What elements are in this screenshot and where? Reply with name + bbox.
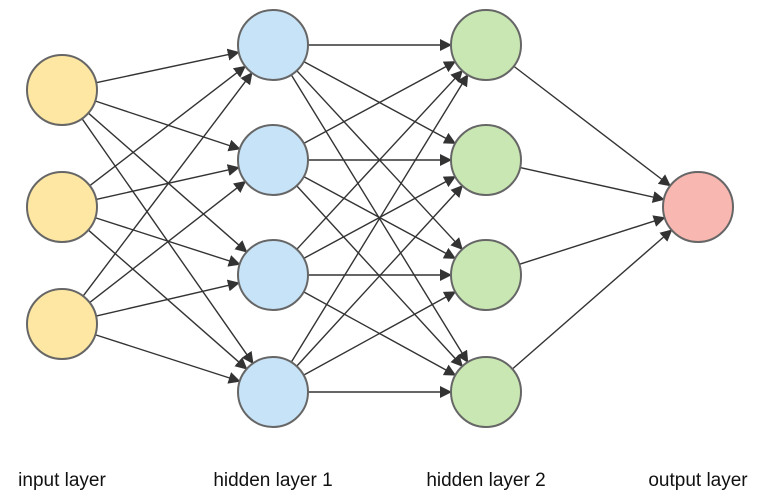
edge-input-1-to-hidden1-3: [87, 112, 248, 253]
edge-input-2-to-hidden1-1: [89, 65, 247, 187]
hidden1-neuron-2: [237, 124, 309, 196]
hidden1-neuron-1: [237, 9, 309, 81]
layer-labels: input layer hidden layer 1 hidden layer …: [18, 470, 748, 491]
hidden-layer-2-label: hidden layer 2: [426, 470, 545, 491]
hidden2-neuron-2: [450, 124, 522, 196]
edge-input-3-to-hidden1-2: [89, 180, 247, 304]
edge-input-1-to-hidden1-1: [96, 48, 240, 84]
edge-hidden2-4-to-output-1: [511, 229, 673, 370]
hidden2-neuron-3: [450, 239, 522, 311]
edge-hidden2-2-to-output-1: [520, 166, 665, 203]
hidden-layer-1-label: hidden layer 1: [213, 470, 332, 491]
edge-input-3-to-hidden1-4: [95, 334, 241, 384]
connection-edges: [81, 39, 673, 398]
edge-hidden1-4-to-hidden2-3: [303, 291, 457, 376]
edge-hidden2-3-to-output-1: [519, 215, 666, 265]
edge-input-3-to-hidden1-1: [82, 72, 253, 297]
edge-hidden1-2-to-hidden2-1: [303, 61, 457, 144]
edge-hidden1-4-to-hidden2-2: [296, 185, 464, 367]
output-neuron-1: [662, 171, 734, 243]
input-neuron-3: [26, 288, 98, 360]
input-layer-label: input layer: [18, 470, 106, 491]
edge-hidden1-4-to-hidden2-1: [290, 73, 469, 363]
edge-hidden2-1-to-output-1: [513, 65, 671, 187]
edge-input-3-to-hidden1-3: [95, 279, 240, 317]
output-layer-label: output layer: [648, 470, 748, 491]
hidden2-neuron-1: [450, 9, 522, 81]
neuron-nodes: [26, 9, 734, 428]
hidden2-neuron-4: [450, 356, 522, 428]
hidden1-neuron-4: [237, 356, 309, 428]
edge-hidden1-3-to-hidden2-1: [296, 69, 463, 250]
edge-input-1-to-hidden1-2: [94, 100, 241, 152]
hidden1-neuron-3: [237, 239, 309, 311]
input-neuron-1: [26, 54, 98, 126]
input-neuron-2: [26, 171, 98, 243]
edge-input-2-to-hidden1-3: [95, 217, 241, 267]
